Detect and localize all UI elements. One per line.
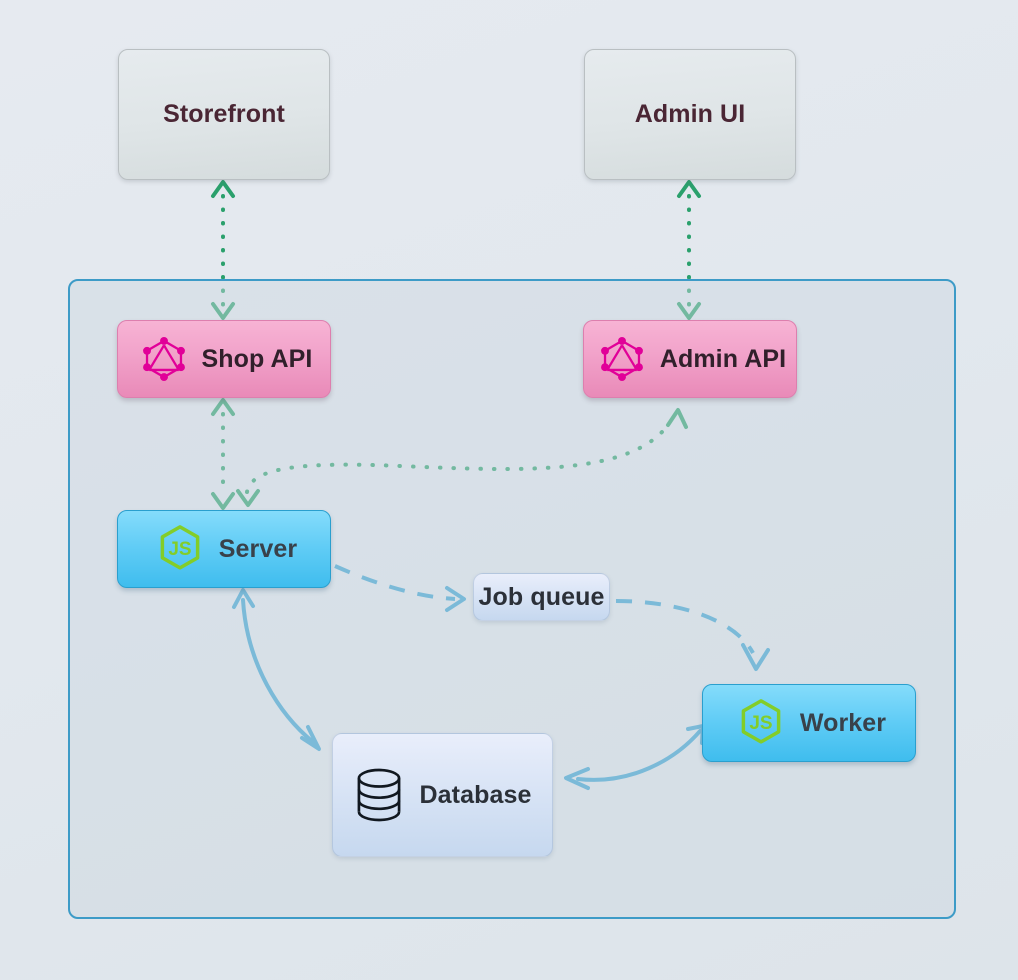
node-worker-label: Worker	[799, 708, 887, 737]
arrowhead-up	[677, 180, 701, 198]
svg-text:JS: JS	[168, 539, 191, 560]
node-job-queue-label: Job queue	[478, 582, 605, 611]
node-admin-api-label: Admin API	[659, 344, 787, 373]
node-server-label: Server	[218, 534, 298, 563]
nodejs-icon: JS	[157, 524, 203, 574]
graphql-icon	[600, 336, 644, 382]
node-worker[interactable]: JS Worker	[702, 684, 916, 762]
node-admin-ui-label: Admin UI	[634, 100, 746, 128]
node-storefront-label: Storefront	[163, 100, 285, 128]
node-shop-api[interactable]: Shop API	[117, 320, 331, 398]
node-admin-ui[interactable]: Admin UI	[584, 49, 796, 180]
graphql-icon	[142, 336, 186, 382]
node-database-label: Database	[419, 780, 532, 809]
node-server[interactable]: JS Server	[117, 510, 331, 588]
svg-text:JS: JS	[749, 713, 772, 734]
node-database[interactable]: Database	[332, 733, 553, 857]
node-admin-api[interactable]: Admin API	[583, 320, 797, 398]
node-shop-api-label: Shop API	[201, 344, 313, 373]
database-icon	[354, 766, 404, 824]
node-storefront[interactable]: Storefront	[118, 49, 330, 180]
arrowhead-up	[211, 180, 235, 198]
node-job-queue[interactable]: Job queue	[473, 573, 610, 621]
nodejs-icon: JS	[738, 698, 784, 748]
